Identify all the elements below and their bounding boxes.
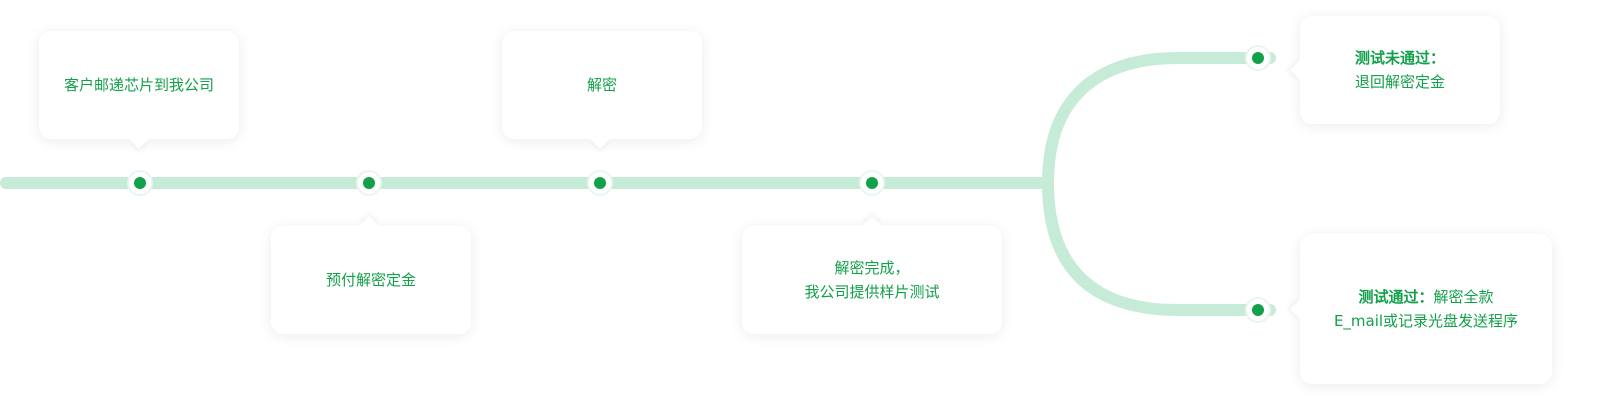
step-card-2-text-wrap: 预付解密定金 [326, 268, 416, 292]
timeline-node-4 [859, 170, 885, 196]
step-1-text: 客户邮递芯片到我公司 [63, 76, 214, 94]
step-4-line-2: 我公司提供样片测试 [804, 283, 940, 301]
timeline-node-1 [127, 170, 153, 196]
outcome-pass-text-wrap: 测试通过：解密全款 E_mail或记录光盘发送程序 [1334, 285, 1518, 333]
step-2-text: 预付解密定金 [325, 271, 416, 289]
outcome-pass-text: 解密全款 [1433, 288, 1494, 306]
outcome-card-fail: 测试未通过： 退回解密定金 [1290, 16, 1500, 124]
timeline-node-2 [356, 170, 382, 196]
outcome-pass-line-2: E_mail或记录光盘发送程序 [1333, 312, 1519, 330]
outcome-fail-text: 退回解密定金 [1354, 73, 1445, 91]
branch-node-fail [1245, 45, 1271, 71]
outcome-pass-label: 测试通过： [1358, 288, 1434, 306]
step-card-4: 解密完成， 我公司提供样片测试 [742, 216, 1002, 334]
timeline-node-3 [587, 170, 613, 196]
branch-curve [1042, 52, 1276, 316]
step-card-3: 解密 [502, 31, 702, 149]
step-card-1-text-wrap: 客户邮递芯片到我公司 [64, 73, 214, 97]
outcome-fail-text-wrap: 测试未通过： 退回解密定金 [1355, 46, 1445, 94]
step-card-2: 预付解密定金 [271, 216, 471, 334]
step-card-4-text-wrap: 解密完成， 我公司提供样片测试 [804, 256, 939, 304]
outcome-pass-line-1: 测试通过：解密全款 [1334, 285, 1518, 309]
step-card-3-text-wrap: 解密 [587, 73, 617, 97]
step-card-1: 客户邮递芯片到我公司 [39, 31, 239, 149]
outcome-card-pass: 测试通过：解密全款 E_mail或记录光盘发送程序 [1290, 234, 1552, 384]
step-4-line-1: 解密完成， [834, 259, 910, 277]
outcome-fail-label: 测试未通过： [1354, 49, 1445, 67]
step-3-text: 解密 [586, 76, 617, 94]
branch-node-pass [1245, 297, 1271, 323]
